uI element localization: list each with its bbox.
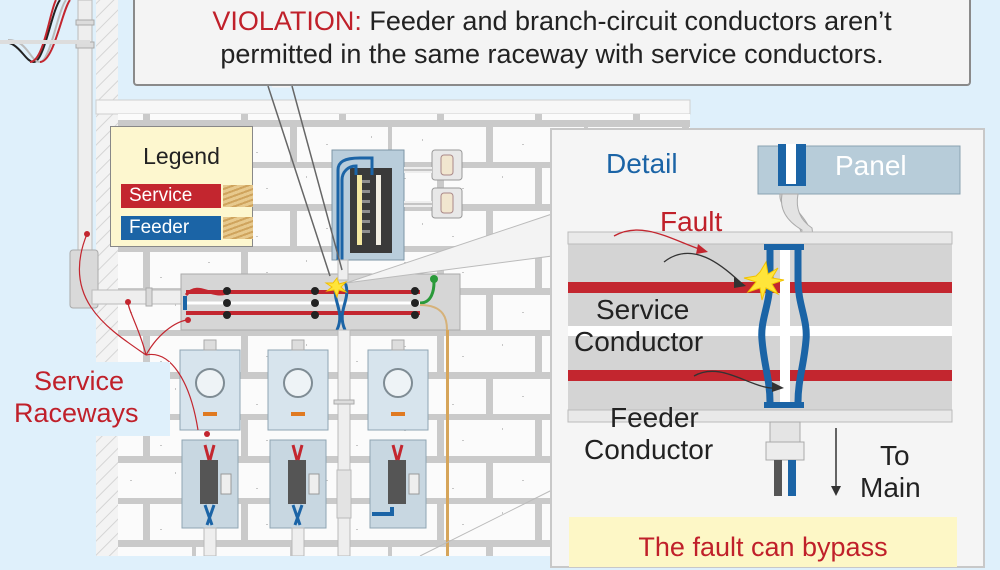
wire-insulation-swatch-icon — [223, 185, 253, 207]
violation-callout: VIOLATION: Feeder and branch-circuit con… — [133, 0, 971, 86]
legend-item-feeder: Feeder — [121, 216, 221, 240]
meter-socket-3 — [367, 339, 429, 431]
service-raceways-label-line1: Service — [34, 366, 125, 396]
callout-line-1: VIOLATION: Feeder and branch-circuit con… — [135, 5, 969, 38]
legend: Legend Service Feeder — [110, 126, 253, 247]
service-conductor-label-line2: Conductor — [574, 326, 704, 357]
violation-label: VIOLATION: — [212, 6, 362, 36]
feeder-conductor-label-line2: Conductor — [584, 434, 714, 465]
feeder-conductor-leader — [693, 370, 777, 389]
to-main-label-line2: Main — [860, 472, 921, 503]
feeder-conductor-label-line1: Feeder — [610, 402, 699, 433]
wireway-terminals — [223, 287, 419, 319]
legend-title: Legend — [143, 143, 220, 169]
fault-spark-icon — [324, 276, 348, 299]
fault-spark-icon — [743, 260, 785, 301]
detail-inset: Detail Panel Fault Service Conductor Fee… — [550, 128, 985, 568]
callout-line-1-text: Feeder and branch-circuit conductors are… — [361, 6, 892, 36]
arrow-down-icon — [831, 486, 841, 496]
callout-line-2: permitted in the same raceway with servi… — [220, 39, 884, 69]
legend-item-service: Service — [121, 184, 221, 208]
detail-title: Detail — [606, 148, 678, 179]
meter-socket-1 — [179, 339, 241, 431]
to-main-label-line1: To — [880, 440, 910, 471]
wall-edge — [96, 0, 118, 556]
meter-socket-2 — [267, 339, 329, 431]
panel-label: Panel — [835, 150, 907, 181]
fault-label: Fault — [660, 206, 723, 237]
lb-fitting — [69, 249, 99, 309]
detail-service-conductor-2 — [568, 370, 952, 381]
detail-illustration — [567, 144, 961, 496]
fault-note: The fault can bypass — [569, 517, 957, 567]
detail-feeder-conductor — [758, 248, 774, 403]
service-raceways-label-line2: Raceways — [14, 398, 139, 428]
disconnect-2 — [269, 439, 327, 529]
disconnect-1 — [181, 439, 239, 529]
service-conductor-label-line1: Service — [596, 294, 690, 325]
wire-insulation-swatch-icon — [223, 217, 253, 239]
disconnect-3 — [369, 439, 427, 529]
